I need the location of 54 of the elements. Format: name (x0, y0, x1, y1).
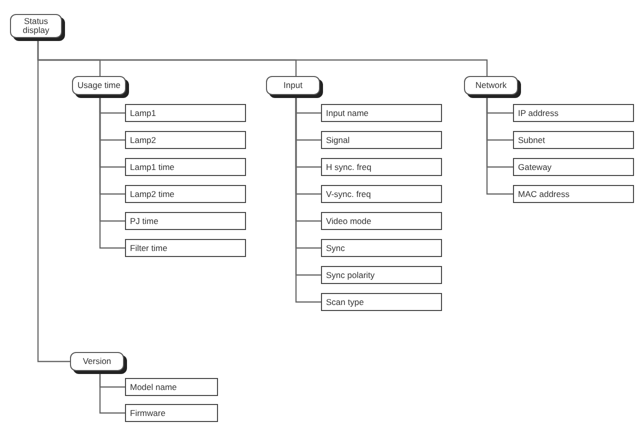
item-box (321, 293, 442, 311)
item-box (513, 185, 634, 203)
node-label: Filter time (130, 243, 168, 253)
node-label: Sync polarity (326, 270, 375, 280)
node-label: Gateway (518, 162, 552, 172)
item-box (125, 158, 246, 176)
node-label: H sync. freq (326, 162, 372, 172)
node-label: Lamp1 time (130, 162, 174, 172)
item-box (321, 212, 442, 230)
node-label: Firmware (130, 408, 166, 418)
node-label: Model name (130, 382, 177, 392)
node-label: Status display (22, 17, 50, 35)
connector-line (37, 38, 70, 362)
item-box (125, 104, 246, 122)
item-box (321, 266, 442, 284)
item-box (321, 185, 442, 203)
node-label: Input name (326, 108, 369, 118)
item-box (513, 158, 634, 176)
node-label: V-sync. freq (326, 189, 371, 199)
node-label: Version (82, 357, 112, 366)
category-box (72, 76, 126, 95)
node-label: Network (475, 81, 507, 90)
item-box (513, 131, 634, 149)
node-label: Lamp2 (130, 135, 156, 145)
node-label: PJ time (130, 216, 158, 226)
node-label: Signal (326, 135, 350, 145)
item-box (125, 185, 246, 203)
item-box (321, 158, 442, 176)
item-box (125, 404, 218, 422)
connector-line (99, 371, 125, 414)
category-box (266, 76, 320, 95)
item-box (321, 239, 442, 257)
connector-line (486, 95, 513, 195)
category-box (464, 76, 518, 95)
node-label: Video mode (326, 216, 372, 226)
node-label: Scan type (326, 297, 364, 307)
node-label: Sync (326, 243, 345, 253)
node-label: Usage time (78, 81, 120, 90)
item-box (321, 131, 442, 149)
node-label: MAC address (518, 189, 570, 199)
connector-line (99, 95, 125, 249)
node-label: Lamp1 (130, 108, 156, 118)
item-box (125, 239, 246, 257)
node-label: IP address (518, 108, 558, 118)
item-box (125, 131, 246, 149)
item-box (321, 104, 442, 122)
node-label: Subnet (518, 135, 545, 145)
node-label: Lamp2 time (130, 189, 174, 199)
item-box (125, 212, 246, 230)
node-label: Input (284, 81, 302, 90)
category-box (70, 352, 124, 371)
item-box (125, 378, 218, 396)
category-box (10, 14, 62, 38)
item-box (513, 104, 634, 122)
